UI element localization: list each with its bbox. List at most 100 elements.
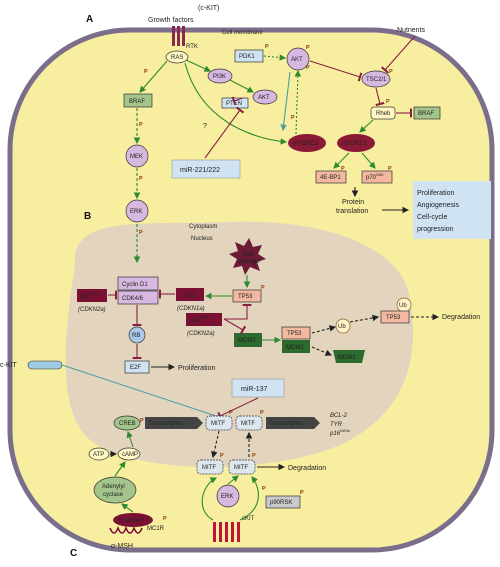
- mek-node: [125, 144, 149, 168]
- transcription-1: Transcription: [149, 421, 183, 427]
- svg-text:P: P: [341, 166, 345, 172]
- braf-left-node: [123, 93, 153, 108]
- svg-text:P: P: [306, 45, 310, 51]
- outcome-1: Proliferation: [417, 190, 454, 197]
- question-mark: ?: [203, 123, 207, 130]
- mitf-3-text: MITF: [202, 465, 216, 471]
- mitf-1-text: MITF: [211, 421, 225, 427]
- panel-b-label: B: [84, 211, 91, 222]
- svg-text:P: P: [260, 410, 264, 416]
- pi3k-node: [207, 68, 233, 84]
- ckit-side-receptor: [27, 360, 63, 370]
- mir137-box: [231, 378, 285, 398]
- cdk-node: [117, 290, 159, 305]
- transcription-1-arrow: [145, 417, 203, 429]
- outcomes-box: [413, 181, 491, 239]
- mtorc2-text: mTORC2: [293, 141, 319, 147]
- pi3k-text: PI3K: [213, 74, 226, 80]
- panel-c-label: C: [70, 548, 77, 559]
- transcription-2-arrow: [266, 417, 320, 429]
- p16-node: [77, 289, 107, 302]
- rb-text: RB: [132, 333, 140, 339]
- svg-text:P: P: [388, 166, 392, 172]
- ras-node: [165, 50, 189, 64]
- akt-left-text: AKT: [258, 95, 270, 101]
- svg-text:P: P: [140, 418, 144, 424]
- mdm2-c-node: [333, 350, 365, 363]
- mtorc2-node: [288, 134, 326, 152]
- svg-text:P: P: [163, 516, 167, 522]
- pdk1-node: [234, 49, 264, 63]
- cdk-text: CDK4/6: [122, 296, 144, 302]
- svg-text:P: P: [386, 99, 390, 105]
- cyclin-text: Cyclin D1: [122, 282, 148, 288]
- proliferation-label: Proliferation: [178, 365, 215, 372]
- g-protein-node: [113, 513, 153, 527]
- ckit-to-mitf-arrow: [61, 364, 223, 420]
- p70-text: p70S6K: [366, 172, 384, 181]
- p14-text: p14ARF: [190, 316, 207, 324]
- protein-translation-2: translation: [336, 208, 368, 215]
- dna-damage-1: DNA: [242, 252, 255, 258]
- p21-text: p21: [185, 293, 196, 299]
- braf-left-text: BRAF: [129, 99, 145, 105]
- mitf-2-text: MITF: [241, 421, 255, 427]
- tp53-c-node: [380, 310, 410, 324]
- p21-node: [176, 288, 204, 301]
- outcome-3: Cell-cycle: [417, 214, 447, 221]
- dna-damage-2: damage: [238, 259, 260, 265]
- svg-text:P: P: [262, 486, 266, 492]
- rtk-receptor: [172, 26, 185, 46]
- creb-text: CREB: [119, 421, 136, 427]
- ebp1-text: 4E-BP1: [320, 175, 341, 181]
- degradation-1: Degradation: [442, 314, 480, 321]
- svg-text:P: P: [300, 490, 304, 496]
- growth-factors-label: Growth factors: [148, 17, 194, 24]
- mc1r-label: MC1R: [147, 526, 165, 532]
- cdkn2a-1: (CDKN2a): [78, 307, 106, 313]
- tp53-b-text: TP53: [287, 331, 302, 337]
- mdm2-b-node: [282, 340, 310, 353]
- e2f-text: E2F: [130, 365, 141, 371]
- svg-text:P: P: [252, 453, 256, 459]
- nutrients-label: Nutrients: [397, 27, 426, 34]
- target-2: TYR: [330, 422, 343, 428]
- mitf-2-node: [235, 415, 263, 431]
- svg-text:P: P: [389, 69, 393, 75]
- ckit-top-label: (c-KIT): [198, 5, 219, 12]
- ebp1-node: [315, 170, 347, 184]
- cdkn2a-2: (CDKN2a): [187, 331, 215, 337]
- cell-membrane-label: Cell membrane: [222, 30, 263, 36]
- erk-top-text: ERK: [130, 209, 142, 215]
- mdm2-c-text: MDM2: [338, 355, 356, 361]
- atp-node: [88, 447, 110, 461]
- svg-text:P: P: [291, 115, 295, 121]
- bottom-arrows: [110, 430, 286, 521]
- mir137-inhibit: [217, 397, 259, 421]
- mc1r-receptor: [109, 525, 143, 534]
- mitf-1-node: [205, 415, 233, 431]
- e2f-node: [124, 360, 150, 374]
- protein-translation-1: Protein: [342, 199, 364, 206]
- rheb-text: Rheb: [376, 111, 391, 117]
- ub-1-text: Ub: [338, 324, 346, 330]
- mir221-text: miR-221/222: [180, 167, 220, 174]
- p90rsk-node: [265, 495, 301, 509]
- target-1: BCL-2: [330, 413, 348, 419]
- p90rsk-text: p90RSK: [270, 500, 292, 506]
- adenylyl-1: Adenylyl: [102, 484, 125, 490]
- erk-bottom-node: [216, 484, 240, 508]
- adenylyl-2: cyclase: [103, 492, 124, 498]
- mdm2-a-text: MDM2: [238, 338, 256, 344]
- camp-node: [117, 447, 141, 461]
- camp-text: cAMP: [122, 452, 138, 458]
- top-arrows: [133, 35, 416, 264]
- svg-text:P: P: [139, 122, 143, 128]
- braf-right-node: [413, 106, 441, 120]
- p14-node: [186, 313, 222, 326]
- akt-top-text: AKT: [291, 57, 303, 63]
- panel-a-label: A: [86, 14, 93, 25]
- tp53-b-node: [281, 326, 311, 340]
- outcome-2: Angiogenesis: [417, 202, 460, 209]
